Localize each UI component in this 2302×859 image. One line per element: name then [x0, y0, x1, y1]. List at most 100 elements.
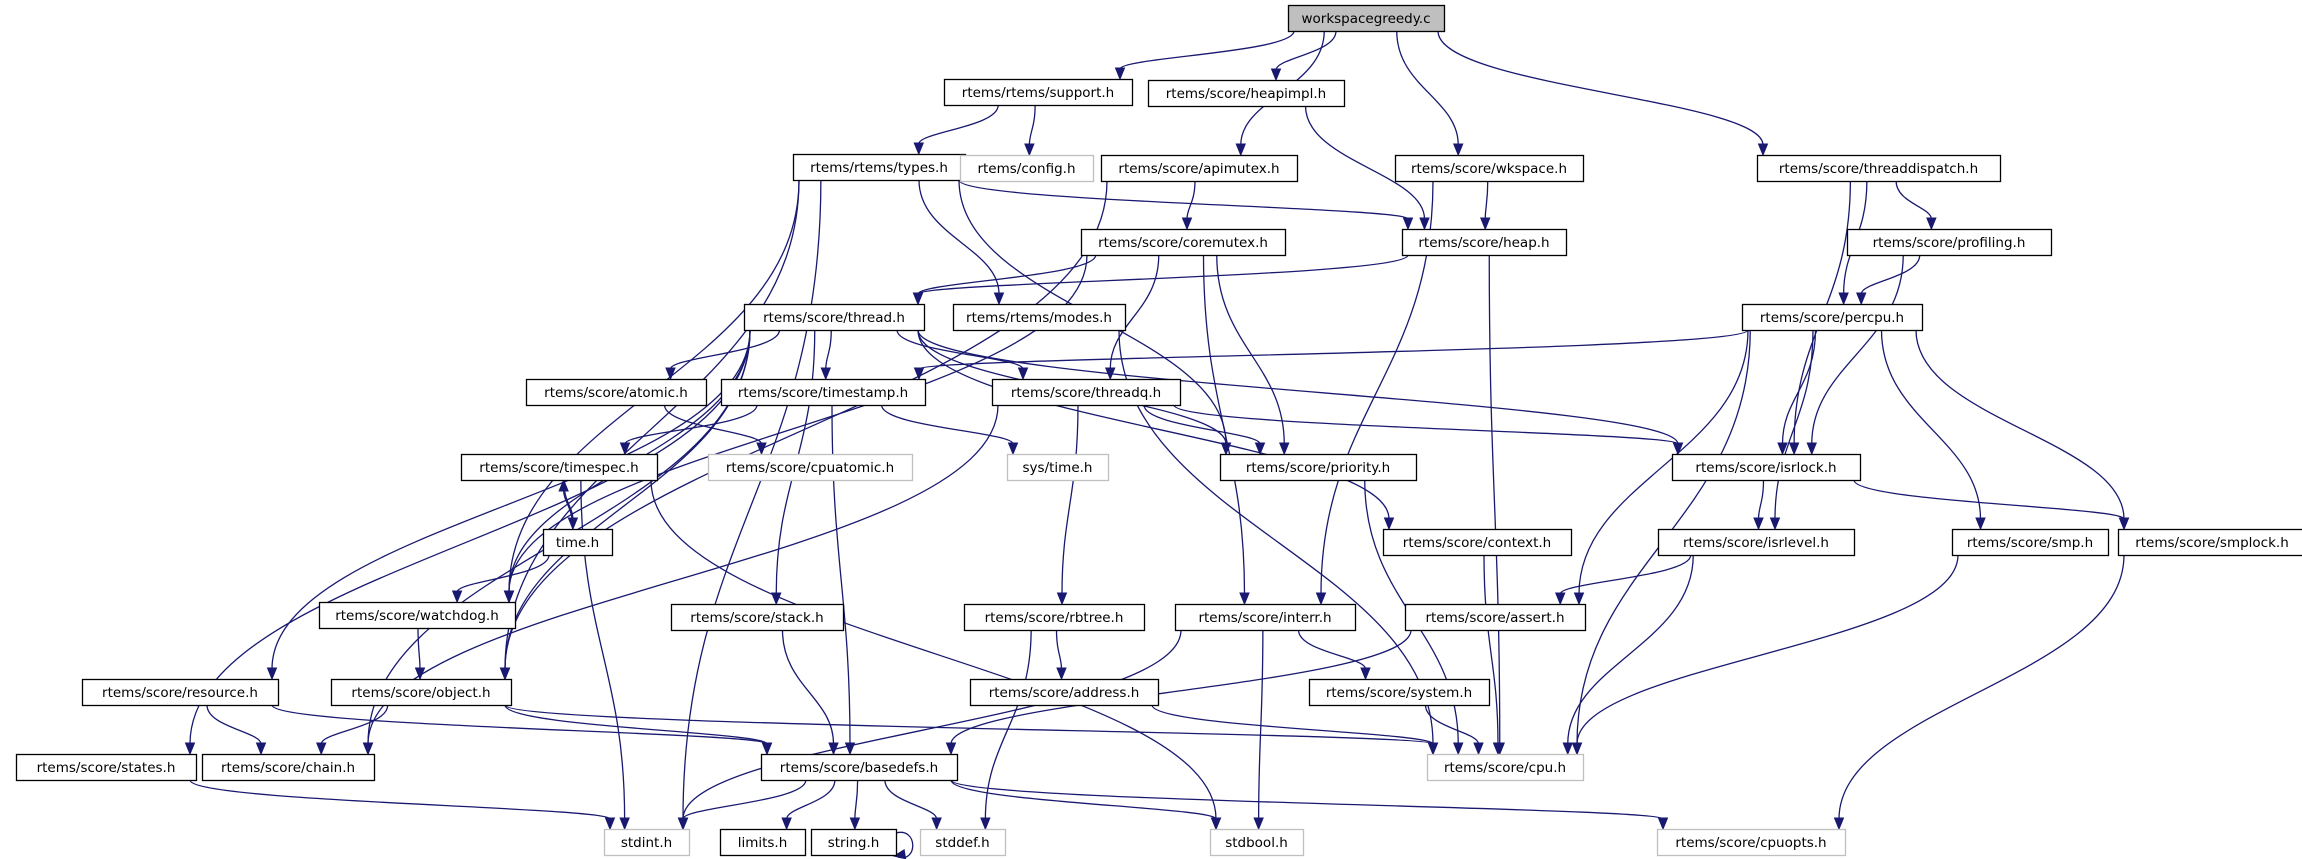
- arrowhead-icon: [1017, 367, 1029, 381]
- node-percpu[interactable]: rtems/score/percpu.h: [1741, 303, 1924, 332]
- edge-coremutex-to-priority: [1216, 254, 1290, 456]
- node-box: [719, 828, 807, 857]
- edge-line: [1396, 30, 1459, 146]
- node-apimutex[interactable]: rtems/score/apimutex.h: [1100, 154, 1299, 183]
- node-object[interactable]: rtems/score/object.h: [330, 678, 513, 707]
- edge-line: [1151, 704, 1434, 745]
- node-rbtree[interactable]: rtems/score/rbtree.h: [963, 603, 1146, 632]
- edge-line: [958, 179, 1409, 220]
- node-label: rtems/score/chain.h: [221, 760, 355, 776]
- node-root[interactable]: workspacegreedy.c: [1287, 4, 1446, 33]
- node-types[interactable]: rtems/rtems/types.h: [792, 153, 967, 182]
- node-label: stddef.h: [935, 835, 989, 851]
- node-box: [1401, 228, 1568, 257]
- arrowhead-icon: [1024, 143, 1035, 157]
- edge-heap-to-thread: [912, 254, 1409, 306]
- node-watchdog[interactable]: rtems/score/watchdog.h: [318, 601, 517, 630]
- node-wkspace[interactable]: rtems/score/wkspace.h: [1394, 154, 1585, 183]
- node-box: [201, 753, 376, 782]
- node-label: rtems/score/heapimpl.h: [1166, 86, 1326, 102]
- edge-line: [1119, 30, 1295, 70]
- node-box: [963, 603, 1146, 632]
- arrowhead-icon: [1360, 667, 1371, 681]
- node-smplock[interactable]: rtems/score/smplock.h: [2117, 528, 2302, 557]
- node-box: [1846, 228, 2053, 257]
- node-label: rtems/score/thread.h: [763, 310, 905, 326]
- edge-line: [896, 329, 1024, 370]
- node-interr[interactable]: rtems/score/interr.h: [1174, 603, 1357, 632]
- node-label: stdbool.h: [1225, 835, 1288, 851]
- arrowhead-icon: [1562, 742, 1573, 756]
- node-timeh[interactable]: time.h: [542, 528, 614, 557]
- arrowhead-icon: [1239, 592, 1250, 606]
- edge-percpu-to-assert: [1573, 329, 1749, 606]
- node-label: rtems/score/cpu.h: [1444, 760, 1566, 776]
- node-threaddispatch[interactable]: rtems/score/threaddispatch.h: [1756, 154, 2002, 183]
- node-stack[interactable]: rtems/score/stack.h: [670, 603, 845, 632]
- node-box: [1174, 603, 1357, 632]
- node-limits[interactable]: limits.h: [719, 828, 807, 857]
- edge-line: [562, 489, 574, 530]
- node-isrlevel[interactable]: rtems/score/isrlevel.h: [1657, 528, 1856, 557]
- node-timestamp[interactable]: rtems/score/timestamp.h: [720, 378, 927, 407]
- edge-smp-to-cpu: [1571, 554, 1959, 756]
- node-heapimpl[interactable]: rtems/score/heapimpl.h: [1147, 79, 1346, 108]
- node-box: [1394, 154, 1585, 183]
- edge-line: [189, 779, 611, 820]
- edge-object-to-chain: [316, 704, 389, 756]
- node-basedefs[interactable]: rtems/score/basedefs.h: [760, 753, 959, 782]
- node-context[interactable]: rtems/score/context.h: [1382, 528, 1573, 557]
- edge-atomic-to-cpuatomic: [663, 404, 767, 456]
- edge-coremutex-to-interr: [1202, 254, 1250, 606]
- node-modes[interactable]: rtems/rtems/modes.h: [952, 303, 1127, 332]
- node-support[interactable]: rtems/rtems/support.h: [943, 78, 1134, 107]
- edge-line: [1484, 180, 1489, 220]
- node-box: [318, 601, 517, 630]
- arrowhead-icon: [255, 742, 267, 756]
- node-timespec[interactable]: rtems/score/timespec.h: [460, 453, 659, 482]
- node-string[interactable]: string.h: [810, 828, 898, 857]
- node-label: rtems/score/cpuatomic.h: [726, 460, 894, 476]
- edge-line: [917, 254, 1097, 295]
- node-label: rtems/score/basedefs.h: [780, 760, 938, 776]
- node-label: rtems/score/stack.h: [690, 610, 823, 626]
- node-chain[interactable]: rtems/score/chain.h: [201, 753, 376, 782]
- node-threadq[interactable]: rtems/score/threadq.h: [991, 378, 1182, 407]
- node-box: [943, 78, 1134, 107]
- node-profiling[interactable]: rtems/score/profiling.h: [1846, 228, 2053, 257]
- node-label: rtems/score/apimutex.h: [1118, 161, 1279, 177]
- edge-watchdog-to-object: [414, 627, 426, 681]
- edge-line: [1109, 254, 1160, 370]
- node-system[interactable]: rtems/score/system.h: [1308, 678, 1491, 707]
- arrowhead-icon: [781, 817, 792, 831]
- node-box: [460, 453, 659, 482]
- node-atomic[interactable]: rtems/score/atomic.h: [525, 378, 708, 407]
- arrowhead-icon: [980, 817, 991, 831]
- edge-thread-to-atomic: [665, 329, 781, 381]
- node-box: [525, 378, 708, 407]
- arrowhead-icon: [1573, 592, 1585, 606]
- edge-line: [1055, 629, 1063, 670]
- edge-line: [1838, 554, 2125, 820]
- edge-line: [1437, 30, 1764, 146]
- arrowhead-icon: [1788, 442, 1800, 456]
- node-smp[interactable]: rtems/score/smp.h: [1951, 528, 2110, 557]
- node-priority[interactable]: rtems/score/priority.h: [1219, 453, 1418, 482]
- arrowhead-icon: [266, 667, 278, 681]
- node-box: [1671, 453, 1862, 482]
- edge-line: [682, 179, 822, 820]
- node-label: sys/time.h: [1023, 460, 1093, 476]
- edge-line: [1860, 254, 1921, 295]
- node-isrlock[interactable]: rtems/score/isrlock.h: [1671, 453, 1862, 482]
- node-thread[interactable]: rtems/score/thread.h: [743, 303, 926, 332]
- node-heap[interactable]: rtems/score/heap.h: [1401, 228, 1568, 257]
- arrowhead-icon: [1402, 217, 1414, 231]
- node-address[interactable]: rtems/score/address.h: [969, 678, 1160, 707]
- node-coremutex[interactable]: rtems/score/coremutex.h: [1080, 228, 1287, 257]
- node-states[interactable]: rtems/score/states.h: [15, 753, 198, 782]
- arrowhead-icon: [1856, 292, 1867, 306]
- node-assert[interactable]: rtems/score/assert.h: [1404, 603, 1587, 632]
- arrowhead-icon: [993, 292, 1005, 306]
- node-resource[interactable]: rtems/score/resource.h: [81, 678, 280, 707]
- edge-line: [984, 629, 1032, 820]
